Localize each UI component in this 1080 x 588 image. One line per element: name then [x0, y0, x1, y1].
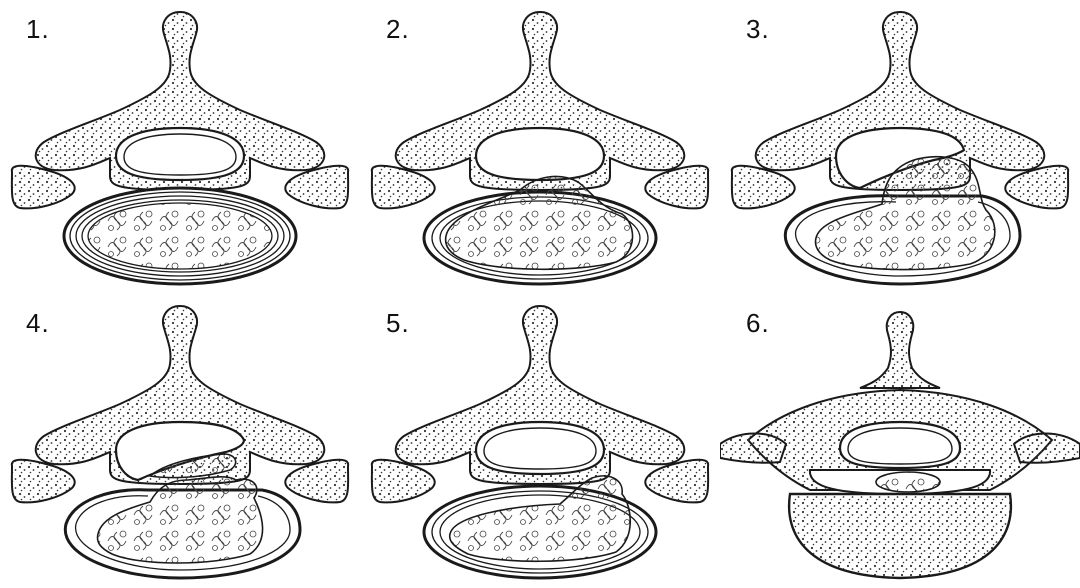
right-transverse-process [645, 460, 708, 503]
vertebra-diagram [0, 0, 360, 294]
intervertebral-disc [424, 176, 656, 284]
right-transverse-process [1005, 166, 1068, 209]
panel-2: 2. [360, 0, 720, 294]
vertebra-diagram [720, 294, 1080, 588]
posterior-arch [36, 12, 325, 190]
right-transverse-process [285, 460, 348, 503]
spinal-canal [116, 128, 244, 180]
right-transverse-process [645, 166, 708, 209]
spinal-canal [840, 422, 960, 468]
panel-1: 1. [0, 0, 360, 294]
vertebra-diagram [360, 294, 720, 588]
nucleus-pulposus [88, 203, 272, 269]
spinal-canal [476, 128, 604, 180]
intervertebral-disc [785, 157, 1020, 284]
panel-5: 5. [360, 294, 720, 588]
sequestered-fragment [876, 472, 940, 492]
spinal-canal [476, 422, 604, 474]
left-transverse-process [372, 166, 435, 209]
left-transverse-process [12, 460, 75, 503]
left-transverse-process [12, 166, 75, 209]
right-transverse-process [285, 166, 348, 209]
panel-4: 4. [0, 294, 360, 588]
right-transverse-process [1014, 434, 1080, 463]
panel-3: 3. [720, 0, 1080, 294]
vertebra-diagram [360, 0, 720, 294]
vertebra-diagram [0, 294, 360, 588]
intervertebral-disc [65, 477, 300, 578]
intervertebral-disc [64, 188, 296, 284]
vertebra-diagram [720, 0, 1080, 294]
vertebral-body [789, 494, 1011, 578]
panel-6: 6. [720, 294, 1080, 588]
nucleus-pulposus [446, 176, 633, 269]
left-transverse-process [720, 434, 786, 463]
intervertebral-disc [424, 476, 656, 578]
spinous-process [860, 312, 940, 388]
left-transverse-process [372, 460, 435, 503]
left-transverse-process [732, 166, 795, 209]
